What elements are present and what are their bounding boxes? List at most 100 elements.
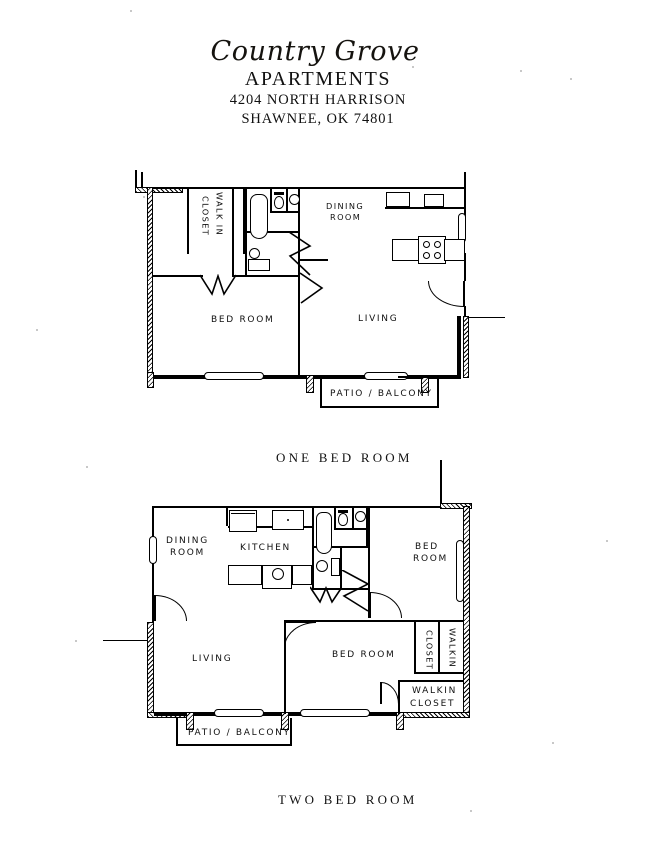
scan-speck xyxy=(470,810,472,812)
wall-bedroom-right xyxy=(298,277,300,376)
room-label-patio-balcony-2br: PATIO / BALCONY xyxy=(188,728,291,738)
plan-one-bedroom: WALK IN CLOSET xyxy=(135,170,505,465)
room-label-bed-room-1-line2: ROOM xyxy=(413,554,448,564)
slider-track-living xyxy=(398,376,430,378)
wall-sink-div xyxy=(286,189,288,213)
wall-kitchen-counter-top-2br xyxy=(228,526,312,528)
wall-bedroom2-top-right-2br xyxy=(414,620,464,622)
wall-bath-left-2br xyxy=(312,508,314,590)
wall-bedroom2-left-2br xyxy=(284,620,286,714)
kitchen-counter-lower-left-icon xyxy=(228,565,262,585)
burner-icon xyxy=(434,241,441,248)
room-label-kitchen: KITCHEN xyxy=(240,543,291,553)
burner-icon xyxy=(423,241,430,248)
wall-post-bottom-left-2br xyxy=(186,712,194,730)
address-line-1: 4204 NORTH HARRISON xyxy=(229,92,407,109)
wall-top-2br xyxy=(152,506,442,508)
brand-name: Country Grove xyxy=(210,36,420,67)
toilet-tank-2br xyxy=(338,510,348,513)
sink-basin-icon xyxy=(289,194,300,205)
door-swing-walkin-closet-2 xyxy=(381,682,399,704)
door-swing-dining-living xyxy=(155,595,187,621)
patio-wall-left-2br xyxy=(176,718,178,746)
bifold-door-closet xyxy=(200,274,236,296)
door-leaf-bedroom2-2br xyxy=(284,621,316,623)
wall-kitchen-counter-line xyxy=(385,207,465,209)
entry-door-leaf xyxy=(463,281,465,307)
scan-speck xyxy=(36,329,38,331)
door-swing-bedroom1-2br xyxy=(370,592,402,618)
wall-bath-div-h xyxy=(245,231,300,233)
room-label-bed-room-1-line1: BED xyxy=(415,542,439,552)
wall-vanity-div xyxy=(270,211,300,213)
room-label-living-2br: LIVING xyxy=(192,654,233,664)
window-living-slider-2br xyxy=(214,709,264,717)
upper-cabinet-right-icon xyxy=(424,194,444,207)
exterior-wall-right-2br xyxy=(463,506,470,717)
scan-speck xyxy=(570,78,572,80)
bifold-door-bath-2br xyxy=(310,586,342,604)
exterior-wall-left-lower-2br xyxy=(147,622,154,716)
wall-bedroom1-left-2br xyxy=(368,508,370,618)
wall-right-lower-solid xyxy=(457,316,461,378)
sheet-header: Country Grove APARTMENTS 4204 NORTH HARR… xyxy=(0,36,652,130)
vanity-counter-icon-2br xyxy=(331,558,340,576)
plan-caption-two-bedroom: TWO BED ROOM xyxy=(278,792,418,807)
exterior-wall-bottom-right-2br xyxy=(400,712,470,718)
wall-closet-inner-div xyxy=(232,189,234,275)
burner-icon xyxy=(434,252,441,259)
door-swing-bedroom2-2br xyxy=(284,622,316,648)
window-bedroom1-right xyxy=(456,540,464,602)
wall-closet-right xyxy=(243,189,245,254)
toilet-tank xyxy=(274,192,284,195)
room-label-walkin-closet-2-line1: WALKIN xyxy=(412,686,458,696)
scan-speck xyxy=(130,10,132,12)
patio-wall-right xyxy=(437,379,439,408)
exterior-wall-right-lower xyxy=(463,316,469,378)
wall-vanity-div-2br xyxy=(334,528,368,530)
wall-post-bottom-right xyxy=(421,375,429,393)
exterior-wall-top-right-2br xyxy=(440,503,472,509)
scan-speck xyxy=(520,70,522,72)
door-leaf-dining-living xyxy=(154,595,156,621)
exterior-wall-left-bottom-jamb xyxy=(147,372,154,388)
wall-closet1-left-2br xyxy=(414,622,416,674)
patio-wall-right-2br xyxy=(290,718,292,746)
room-label-living: LIVING xyxy=(358,314,399,324)
scan-speck xyxy=(143,196,145,198)
wall-closet-left xyxy=(187,189,189,254)
wall-stub-top-left xyxy=(135,170,137,190)
patio-wall-left xyxy=(320,379,322,408)
scan-speck xyxy=(412,66,414,68)
window-bedroom xyxy=(204,372,264,380)
wall-sink-div-2br xyxy=(352,508,354,530)
vanity-basin-icon xyxy=(249,248,260,259)
toilet-icon-2br xyxy=(338,513,348,526)
wall-toilet-div-2br xyxy=(334,508,336,530)
wall-dining-bottom xyxy=(300,259,328,261)
toilet-icon xyxy=(274,196,284,209)
wall-right-upper xyxy=(464,172,466,236)
patio-wall-bottom xyxy=(320,406,439,408)
wall-right-mid xyxy=(464,253,466,281)
cabinet-knob-icon xyxy=(287,519,289,521)
wall-closet-bottom-left xyxy=(153,275,203,277)
wall-bath-right-lower-2br xyxy=(340,546,342,590)
bathtub-icon xyxy=(250,194,268,239)
scan-speck xyxy=(606,540,608,542)
address-line-2: SHAWNEE, OK 74801 xyxy=(241,111,395,128)
wall-closet2-left-2br xyxy=(398,680,400,714)
wall-kitchen-left-2br xyxy=(226,508,228,526)
bathtub-icon-2br xyxy=(316,512,332,554)
room-label-dining-room-line2: ROOM xyxy=(330,212,362,222)
door-swing-bath-hall-2br xyxy=(340,570,372,612)
room-label-walk-in-closet-line2: CLOSET xyxy=(200,196,211,237)
vanity-counter-icon xyxy=(248,259,270,271)
brand-subtitle: APARTMENTS xyxy=(244,68,392,91)
leader-line-left-2br xyxy=(103,640,148,642)
wall-bedroom2-top-2br xyxy=(284,620,414,622)
bifold-door-hall xyxy=(300,272,326,304)
burner-icon xyxy=(423,252,430,259)
